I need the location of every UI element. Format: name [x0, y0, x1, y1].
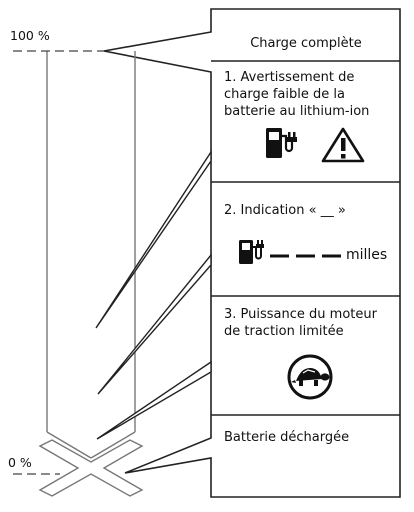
empty-level-label: 0 % [8, 455, 32, 470]
discharged-label: Batterie déchargée [224, 430, 350, 445]
pointer-warning [95, 149, 212, 329]
power-line-1: 3. Puissance du moteur [224, 307, 377, 322]
pointer-power [96, 360, 212, 440]
ev-charging-station-icon [239, 240, 264, 264]
warning-line-3: batterie au lithium-ion [224, 104, 370, 119]
battery-gauge [46, 51, 136, 459]
warning-line-2: charge faible de la [224, 87, 345, 102]
full-level-label: 100 % [10, 28, 50, 43]
warning-triangle-icon [321, 127, 365, 163]
warning-line-1: 1. Avertissement de [224, 70, 355, 85]
power-line-2: de traction limitée [224, 324, 344, 339]
ev-charging-station-icon [266, 128, 297, 158]
indication-unit: milles [346, 247, 388, 263]
pointer-indication [97, 253, 212, 395]
full-charge-label: Charge complète [250, 36, 362, 51]
indication-title: 2. Indication « __ » [224, 203, 346, 218]
turtle-icon [287, 354, 333, 400]
empty-x-mark [38, 439, 144, 497]
